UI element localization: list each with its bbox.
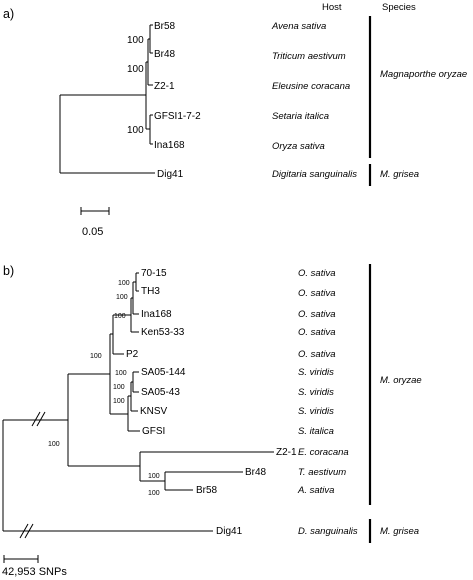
taxon-label: GFSI1-7-2 [154, 111, 201, 122]
species-label: M. grisea [380, 169, 419, 180]
host-label: S. viridis [298, 406, 334, 417]
tree-a-bootstrap: 100 100 100 [127, 35, 144, 136]
bootstrap-label: 100 [113, 398, 125, 405]
host-label: O. sativa [298, 327, 336, 338]
tree-b-bootstrap: 100 100 100 100 100 100 100 100 100 100 [48, 280, 160, 497]
taxon-label: KNSV [140, 406, 168, 417]
host-label: Oryza sativa [272, 141, 325, 152]
host-label: O. sativa [298, 309, 336, 320]
host-label: T. aestivum [298, 467, 346, 478]
species-label: Magnaporthe oryzae [380, 69, 467, 80]
bootstrap-label: 100 [116, 294, 128, 301]
taxon-label: Z2-1 [276, 447, 297, 458]
taxon-label: Dig41 [157, 169, 184, 180]
host-label: A. sativa [297, 485, 334, 496]
scale-bar-label: 0.05 [82, 226, 103, 238]
bootstrap-label: 100 [48, 441, 60, 448]
tree-b-branches [2, 272, 274, 539]
bootstrap-label: 100 [148, 490, 160, 497]
branch-break-mark [36, 411, 46, 427]
host-label: D. sanguinalis [298, 526, 358, 537]
host-label: Setaria italica [272, 111, 329, 122]
bootstrap-label: 100 [127, 125, 144, 136]
tree-b-hosts: O. sativa O. sativa O. sativa O. sativa … [297, 268, 358, 537]
branch-break-mark [31, 411, 41, 427]
panel-a: a) Host Species 100 100 [3, 2, 467, 238]
panel-b-label: b) [3, 264, 14, 278]
scale-bar-label: 42,953 SNPs [2, 566, 67, 578]
species-label: M. oryzae [380, 375, 422, 386]
host-label: S. viridis [298, 387, 334, 398]
taxon-label: Br58 [154, 21, 176, 32]
host-label: O. sativa [298, 288, 336, 299]
bootstrap-label: 100 [118, 280, 130, 287]
species-label: M. grisea [380, 526, 419, 537]
tree-a-hosts: Avena sativa Triticum aestivum Eleusine … [271, 21, 357, 180]
host-label: S. viridis [298, 367, 334, 378]
tree-a-taxa: Br58 Br48 Z2-1 GFSI1-7-2 Ina168 Dig41 [154, 21, 201, 180]
host-label: Avena sativa [271, 21, 326, 32]
bootstrap-label: 100 [115, 370, 127, 377]
taxon-label: TH3 [141, 286, 160, 297]
bootstrap-label: 100 [127, 64, 144, 75]
taxon-label: Br48 [245, 467, 267, 478]
taxon-label: 70-15 [141, 268, 167, 279]
taxon-label: Ina168 [141, 309, 172, 320]
tree-a-branches [59, 24, 155, 174]
bootstrap-label: 100 [113, 384, 125, 391]
host-label: S. italica [298, 426, 334, 437]
bootstrap-label: 100 [127, 35, 144, 46]
scale-bar-b: 42,953 SNPs [2, 555, 67, 578]
branch-break-mark [19, 523, 29, 539]
host-label: E. coracana [298, 447, 349, 458]
bootstrap-label: 100 [90, 353, 102, 360]
taxon-label: Ken53-33 [141, 327, 185, 338]
bootstrap-label: 100 [148, 473, 160, 480]
branch-break-mark [24, 523, 34, 539]
taxon-label: Br48 [154, 49, 176, 60]
species-header: Species [382, 2, 416, 13]
panel-a-label: a) [3, 7, 14, 21]
host-label: Eleusine coracana [272, 81, 350, 92]
taxon-label: GFSI [142, 426, 165, 437]
taxon-label: Br58 [196, 485, 218, 496]
taxon-label: Z2-1 [154, 81, 175, 92]
taxon-label: Dig41 [216, 526, 243, 537]
tree-b-taxa: 70-15 TH3 Ina168 Ken53-33 P2 SA05-144 SA… [126, 268, 297, 537]
host-label: O. sativa [298, 268, 336, 279]
host-label: O. sativa [298, 349, 336, 360]
taxon-label: Ina168 [154, 140, 185, 151]
taxon-label: SA05-43 [141, 387, 180, 398]
host-label: Triticum aestivum [272, 51, 346, 62]
scale-bar-a: 0.05 [80, 207, 110, 238]
bootstrap-label: 100 [114, 313, 126, 320]
host-header: Host [322, 2, 342, 13]
taxon-label: P2 [126, 349, 139, 360]
host-label: Digitaria sanguinalis [272, 169, 357, 180]
taxon-label: SA05-144 [141, 367, 186, 378]
panel-b: b) [2, 264, 422, 578]
